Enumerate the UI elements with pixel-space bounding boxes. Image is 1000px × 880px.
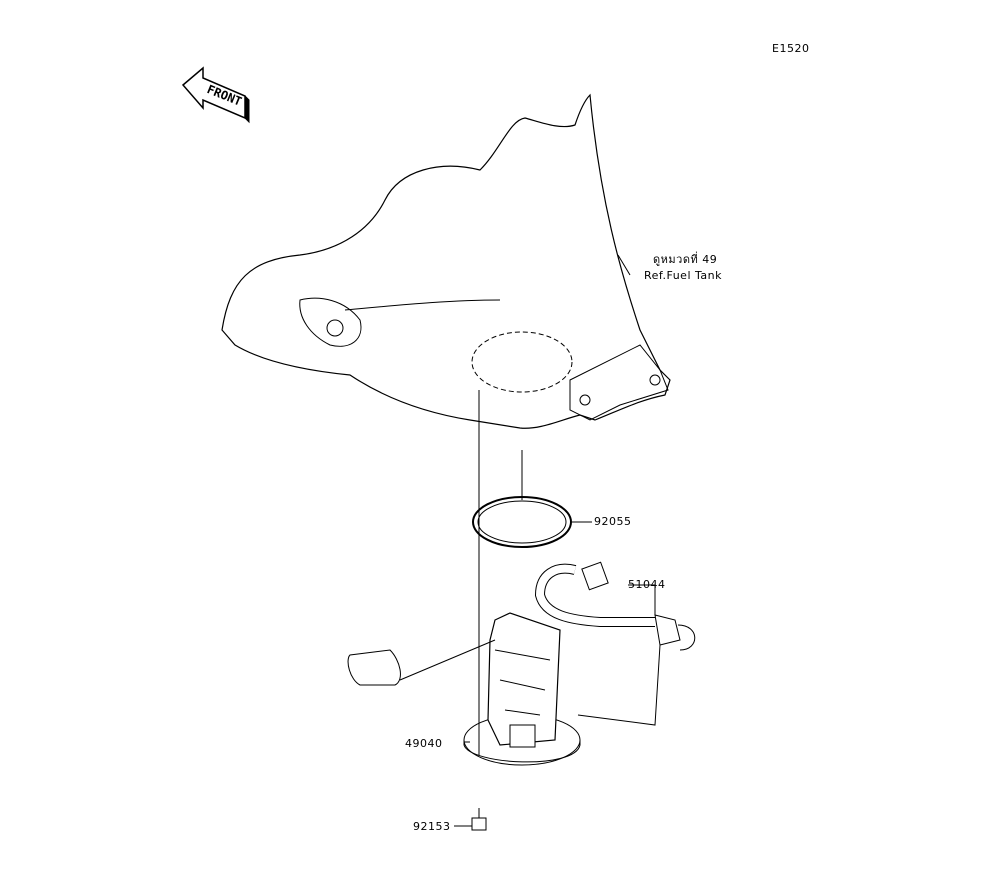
- part-label-92055[interactable]: 92055: [594, 515, 632, 528]
- part-label-51044[interactable]: 51044: [628, 578, 666, 591]
- diagram-code: E1520: [772, 42, 810, 55]
- bolt-92153: [454, 808, 487, 831]
- o-ring-92055: [472, 496, 592, 548]
- fuel-tank-outline: [221, 93, 671, 429]
- part-label-49040[interactable]: 49040: [405, 737, 443, 750]
- fuel-pump-49040: [347, 612, 581, 766]
- ref-thai-label: ดูหมวดที่ 49: [653, 253, 718, 266]
- ref-fuel-tank-label[interactable]: Ref.Fuel Tank: [644, 269, 722, 282]
- part-label-92153[interactable]: 92153: [413, 820, 451, 833]
- front-arrow-icon: FRONT: [181, 66, 250, 124]
- hose-51044: [534, 561, 696, 726]
